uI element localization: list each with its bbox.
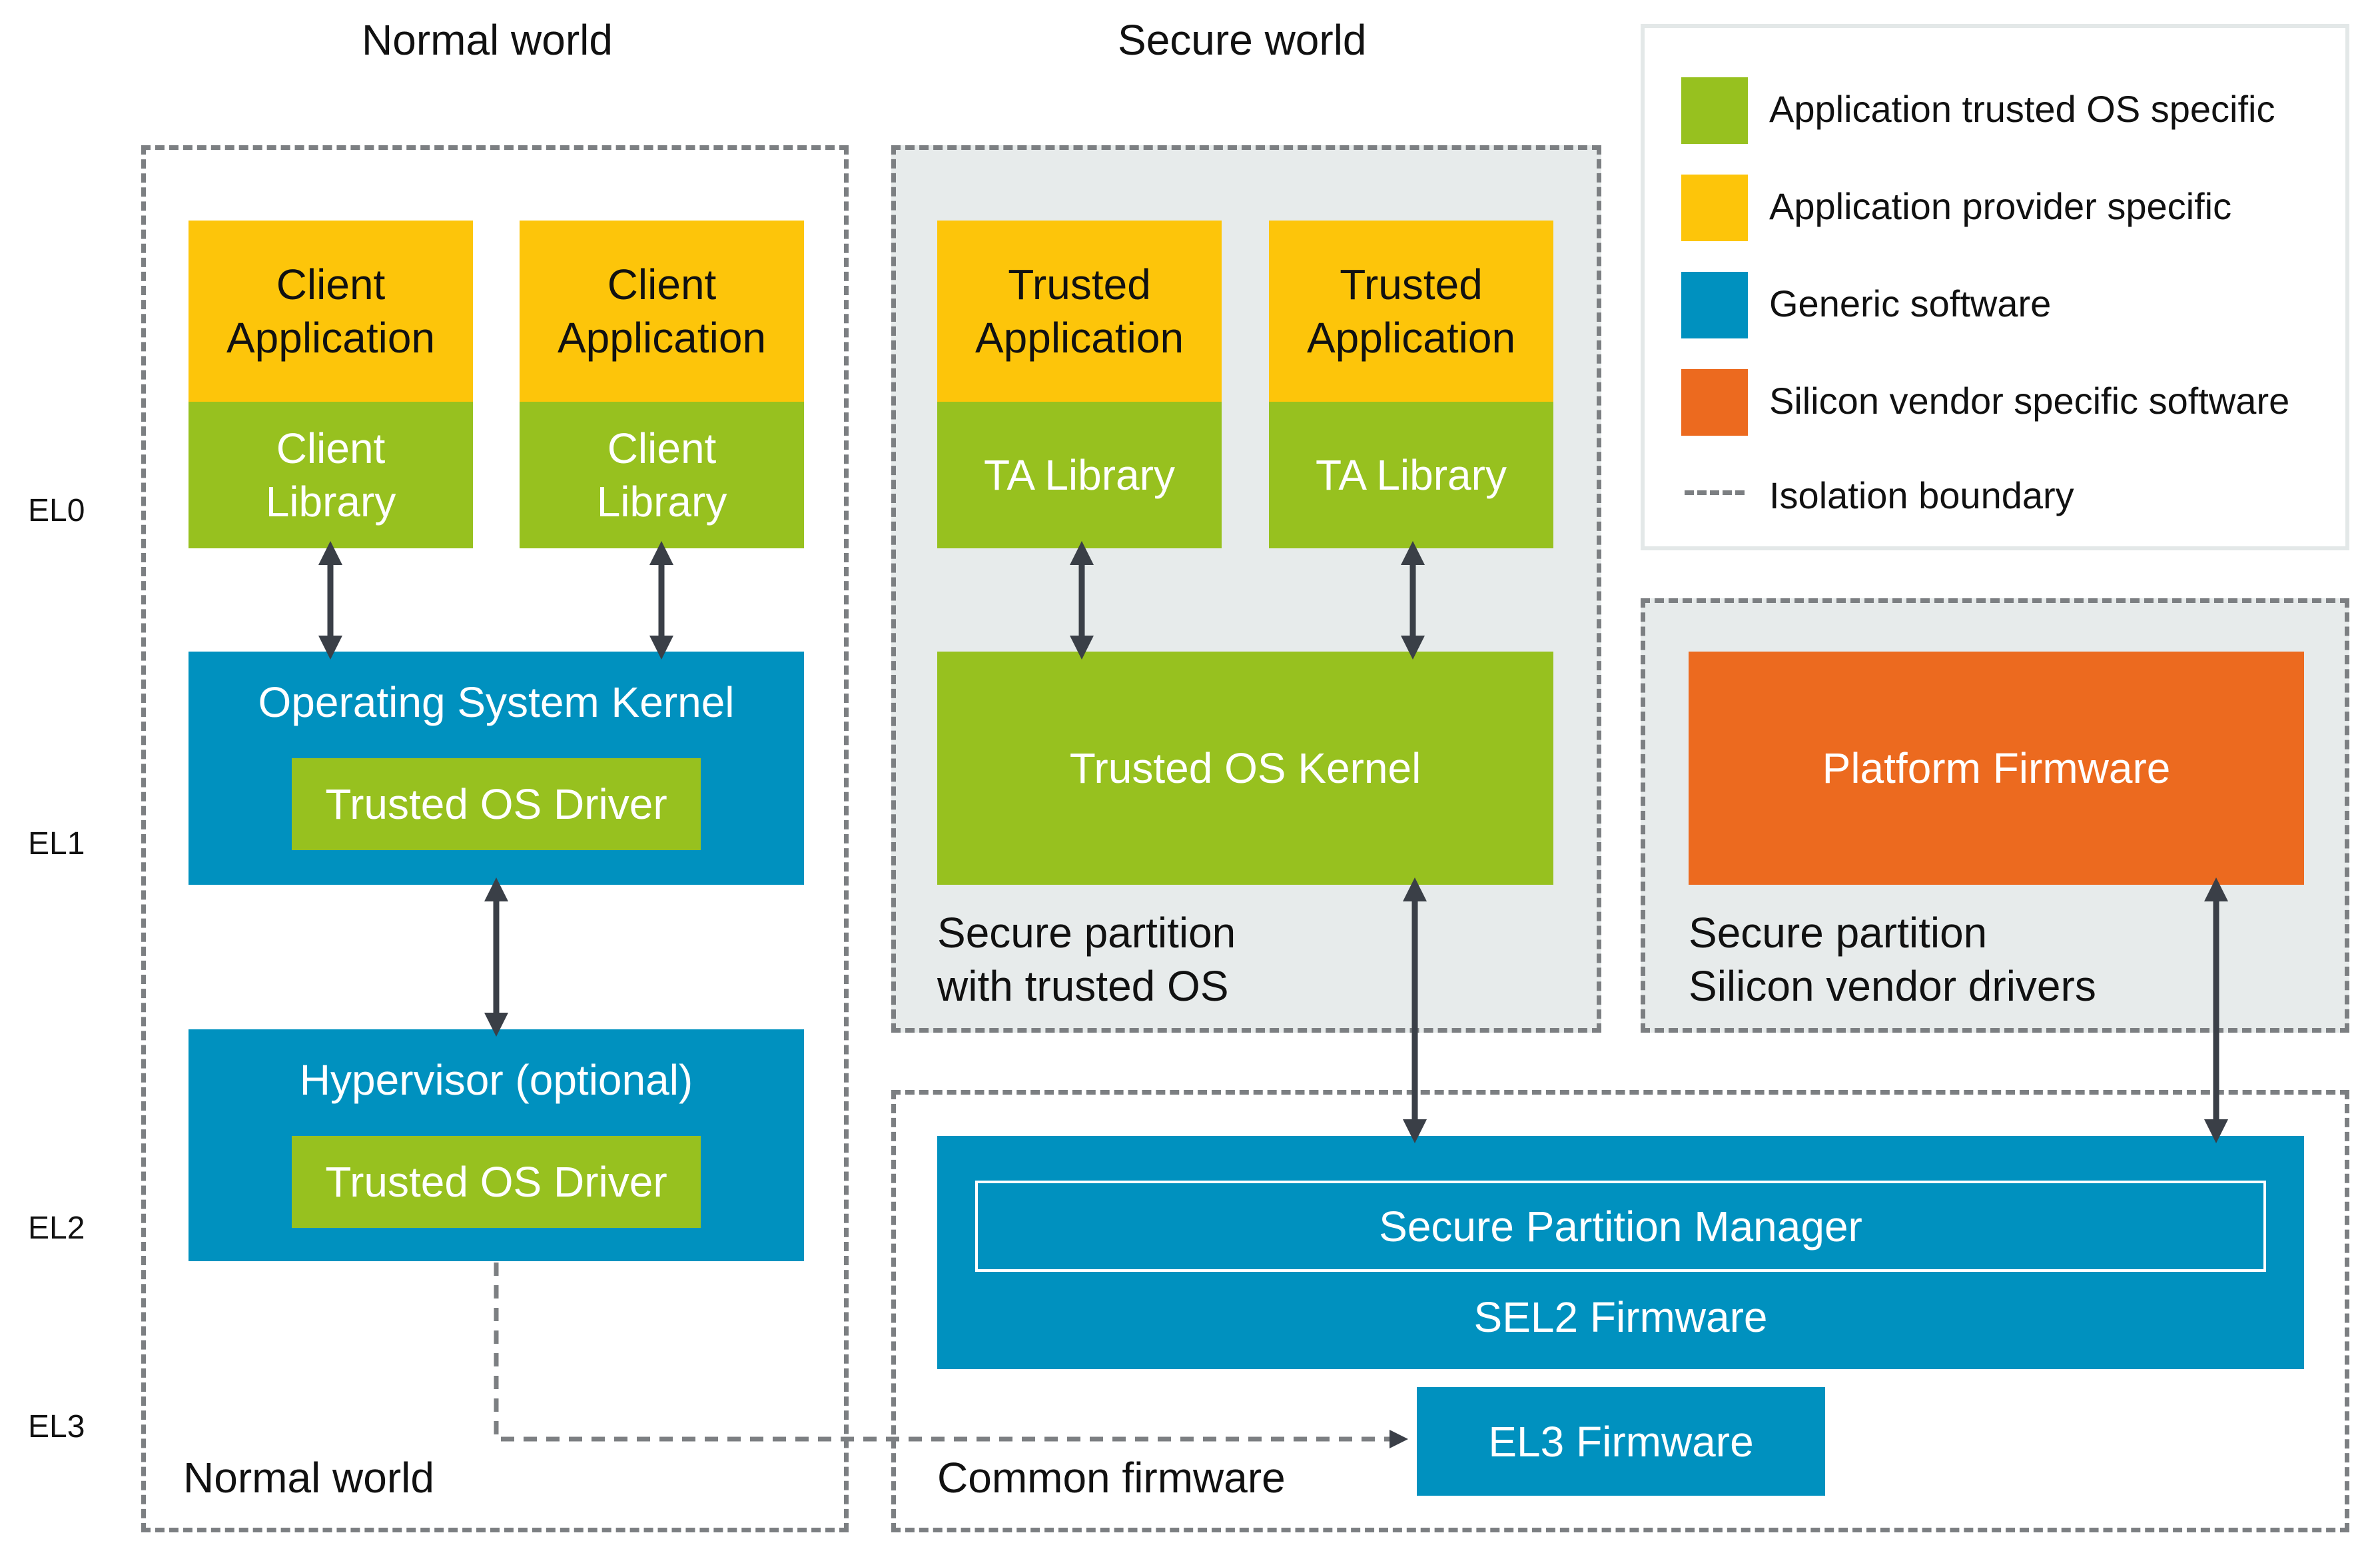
secure-partition-vendor-label: Secure partition Silicon vendor drivers [1689,909,2096,1010]
legend-label-silicon-vendor: Silicon vendor specific software [1769,380,2290,422]
trusted-os-kernel: Trusted OS Kernel [937,652,1553,885]
ta-library-2: TA Library [1269,402,1553,548]
hypervisor: Hypervisor (optional) Trusted OS Driver [189,1029,804,1261]
el1-label: EL1 [28,826,85,861]
el0-label: EL0 [28,493,85,528]
legend-label-trusted-os: Application trusted OS specific [1769,88,2275,130]
common-firmware-region-label: Common firmware [937,1454,1286,1502]
secure-world-header: Secure world [1118,16,1367,64]
normal-world-header: Normal world [362,16,613,64]
secure-partition-manager: Secure Partition Manager [975,1181,2266,1272]
client-application-2: Client Application [520,221,804,402]
os-kernel-label: Operating System Kernel [258,678,735,726]
client-library-1: Client Library [189,402,473,548]
legend-swatch-blue [1681,272,1748,338]
legend-swatch-green [1681,77,1748,144]
el3-firmware: EL3 Firmware [1417,1387,1825,1496]
legend-dash-sample [1685,490,1745,495]
normal-world-boundary [141,145,849,1532]
client-application-1: Client Application [189,221,473,402]
ta-library-1: TA Library [937,402,1222,548]
legend-label-generic: Generic software [1769,282,2052,324]
trusted-application-2: Trusted Application [1269,221,1553,402]
normal-world-region-label: Normal world [183,1454,434,1502]
legend-swatch-orange [1681,369,1748,436]
dashed-path-hypervisor-el3 [494,1263,1408,1448]
legend-label-provider: Application provider specific [1769,185,2232,227]
legend: Application trusted OS specific Applicat… [1641,24,2349,550]
platform-firmware: Platform Firmware [1689,652,2304,885]
sel2-firmware-label: SEL2 Firmware [1473,1293,1768,1341]
trusted-os-driver-el1: Trusted OS Driver [292,758,701,850]
secure-partition-trusted-os-label: Secure partition with trusted OS [937,909,1236,1010]
operating-system-kernel: Operating System Kernel Trusted OS Drive… [189,652,804,885]
el3-label: EL3 [28,1409,85,1444]
trusted-os-driver-el2: Trusted OS Driver [292,1136,701,1228]
hypervisor-label: Hypervisor (optional) [299,1056,693,1104]
trusted-application-1: Trusted Application [937,221,1222,402]
common-firmware-boundary [891,1090,2349,1532]
el2-label: EL2 [28,1211,85,1246]
legend-label-isolation: Isolation boundary [1769,474,2074,516]
client-library-2: Client Library [520,402,804,548]
sel2-firmware: Secure Partition Manager SEL2 Firmware [937,1136,2304,1369]
legend-swatch-yellow [1681,175,1748,241]
